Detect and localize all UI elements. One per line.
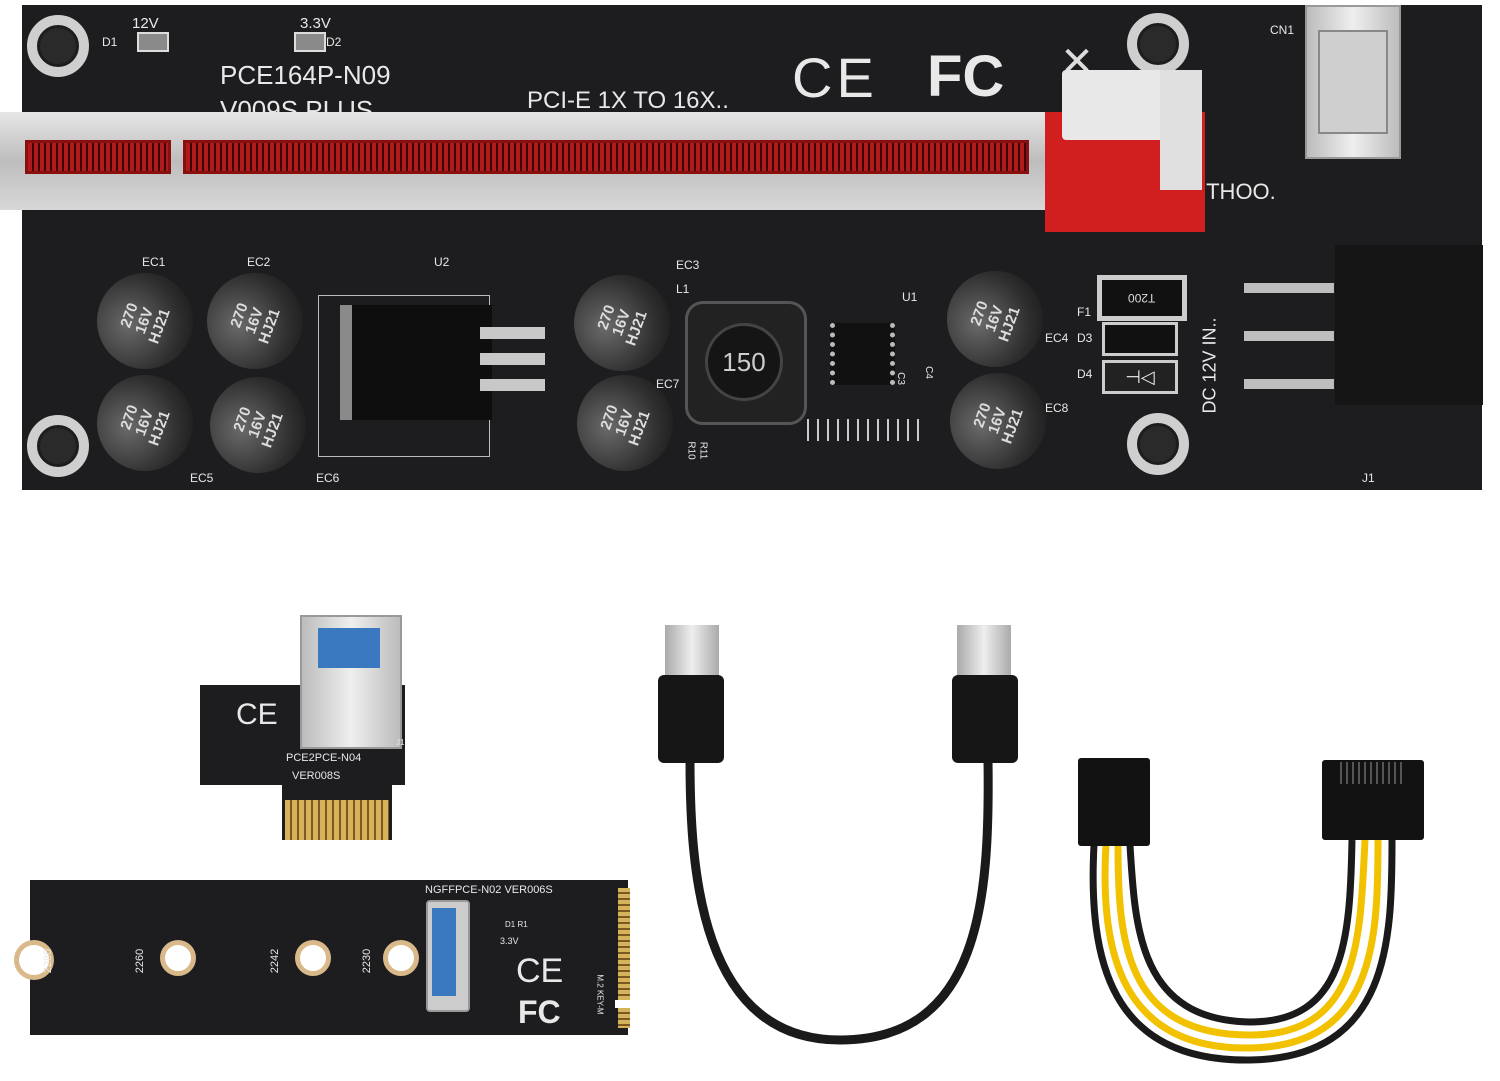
d3-label: D3 bbox=[1077, 331, 1093, 345]
voltage-regulator bbox=[340, 305, 492, 420]
led-d1 bbox=[137, 32, 169, 52]
usb-plug-right-metal bbox=[957, 625, 1011, 680]
d4-label: D4 bbox=[1077, 367, 1093, 381]
ec1-label: EC1 bbox=[142, 255, 166, 269]
ce-mark: CE bbox=[792, 46, 878, 109]
m2-gold-fingers bbox=[618, 888, 630, 1028]
diode-d3 bbox=[1102, 322, 1178, 356]
pcie-x1-gold-fingers bbox=[285, 800, 389, 840]
ec4-label: EC4 bbox=[1045, 331, 1069, 345]
usb-plug-right[interactable] bbox=[952, 675, 1018, 763]
adapter-j1-label: J1 bbox=[396, 738, 405, 747]
m2-usb-blue bbox=[432, 908, 456, 996]
u2-label: U2 bbox=[434, 255, 450, 269]
adapter-model: PCE2PCE-N04 bbox=[286, 752, 362, 764]
usb-plug-left[interactable] bbox=[658, 675, 724, 763]
sata-connector-ribs bbox=[1340, 762, 1406, 784]
diode-d4: ⊣◁ bbox=[1102, 360, 1178, 394]
usb-cable-wire bbox=[685, 759, 993, 1045]
slot-latch-arm bbox=[1160, 70, 1202, 190]
cn1-label: CN1 bbox=[1270, 23, 1295, 37]
slot-contacts-short bbox=[25, 140, 171, 174]
m2-mount-hole-2230 bbox=[383, 940, 419, 976]
usb3-port-tongue bbox=[1318, 30, 1388, 134]
m2-d1r1: D1 R1 bbox=[505, 920, 528, 929]
led-12v-label: 12V bbox=[132, 15, 159, 32]
smd-resistor-array bbox=[807, 419, 927, 441]
m2-key-notch bbox=[615, 1000, 631, 1008]
inductor-core: 150 bbox=[705, 323, 783, 401]
adapter-ce-mark: CE bbox=[236, 698, 278, 731]
m2-mount-hole-2242 bbox=[295, 940, 331, 976]
pcie-6pin-wire-black-2 bbox=[1089, 839, 1396, 1064]
mounting-hole bbox=[27, 415, 89, 477]
m2-mount-hole-2260 bbox=[160, 940, 196, 976]
fc-mark: FC bbox=[927, 44, 1005, 109]
ec8-label: EC8 bbox=[1045, 401, 1069, 415]
ec6-label: EC6 bbox=[316, 471, 340, 485]
led-33v-label: 3.3V bbox=[300, 15, 331, 32]
d1-label: D1 bbox=[102, 35, 118, 49]
m2-model: NGFFPCE-N02 VER006S bbox=[425, 884, 553, 896]
ec5-label: EC5 bbox=[190, 471, 214, 485]
f1-label: F1 bbox=[1077, 305, 1092, 319]
m2-ce-mark: CE bbox=[516, 952, 564, 990]
adapter-version: VER008S bbox=[292, 770, 341, 782]
ec7-label: EC7 bbox=[656, 377, 680, 391]
model-label: PCE164P-N09 bbox=[220, 60, 391, 90]
mounting-hole bbox=[27, 15, 89, 77]
led-d2 bbox=[294, 32, 326, 52]
brand-label: ITHOO. bbox=[1200, 179, 1276, 204]
pcie-6pin-wire-yellow-2 bbox=[1101, 839, 1382, 1052]
m2-mount-hole-2280 bbox=[14, 940, 54, 980]
pcie-6pin-connector[interactable] bbox=[1078, 758, 1150, 846]
version-label: V009S PLUS bbox=[220, 95, 374, 113]
d2-label: D2 bbox=[326, 35, 342, 49]
power-connector-6pin[interactable] bbox=[1335, 245, 1483, 405]
m2-fc-mark: FC bbox=[518, 994, 561, 1030]
fuse-f1: T200 bbox=[1097, 275, 1187, 321]
mounting-hole bbox=[1127, 413, 1189, 475]
j1-label: J1 bbox=[1362, 471, 1375, 485]
pcie-6pin-wire-black bbox=[1126, 839, 1356, 1026]
description-label: PCI-E 1X TO 16X.. bbox=[527, 87, 729, 114]
u1-label: U1 bbox=[902, 290, 918, 304]
ec3-label: EC3 bbox=[676, 258, 700, 272]
connector-pins bbox=[1244, 275, 1334, 395]
ec2-label: EC2 bbox=[247, 255, 271, 269]
regulator-pins bbox=[480, 327, 545, 397]
adapter-usb-blue bbox=[318, 628, 380, 668]
pcie-6pin-wire-yellow bbox=[1114, 839, 1369, 1039]
chip-u1 bbox=[830, 323, 895, 385]
slot-contacts-long bbox=[183, 140, 1029, 174]
l1-label: L1 bbox=[676, 282, 690, 296]
usb-plug-left-metal bbox=[665, 625, 719, 680]
m2-voltage: 3.3V bbox=[500, 936, 519, 946]
riser-board: 12V D1 3.3V D2 PCE164P-N09 V009S PLUS PC… bbox=[22, 5, 1482, 490]
